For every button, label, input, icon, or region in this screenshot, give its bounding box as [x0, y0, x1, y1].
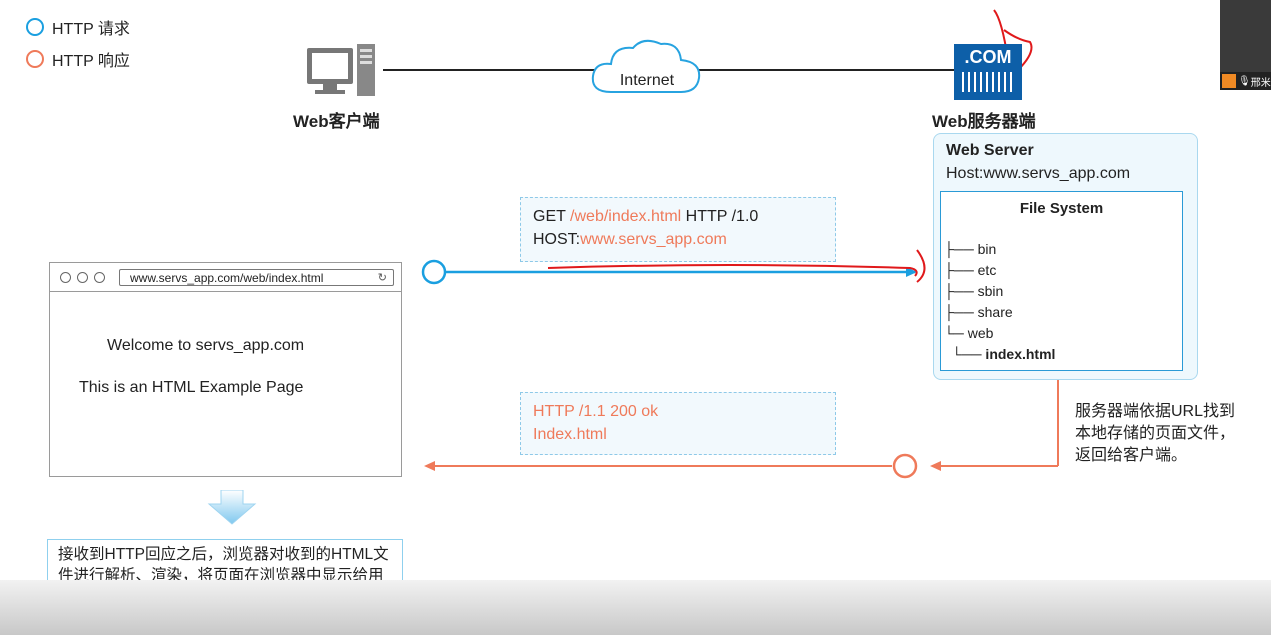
request-host-label: HOST:	[533, 231, 581, 248]
request-arrowhead	[906, 267, 917, 277]
window-control-icon[interactable]	[60, 271, 71, 283]
user-avatar-icon	[1222, 74, 1236, 88]
legend-request: HTTP 请求	[26, 15, 130, 39]
browser-window: www.servs_app.com/web/index.html ↻ Welco…	[49, 262, 402, 477]
video-name-bar: 🎙 邢米	[1220, 72, 1271, 90]
video-thumbnail[interactable]: 🎙 邢米	[1220, 0, 1271, 90]
internet-label: Internet	[619, 72, 675, 89]
server-note: 服务器端依据URL找到本地存储的页面文件，返回给客户端。	[1075, 403, 1236, 464]
page-welcome-text: Welcome to servs_app.com	[107, 337, 305, 354]
request-line-2: HOST:www.servs_app.com	[533, 228, 823, 251]
annotation-arrow-bracket	[916, 249, 926, 283]
server-label: Web服务器端	[932, 112, 1036, 131]
tree-item-web: └─ web	[944, 325, 994, 341]
request-line-1: GET /web/index.html HTTP /1.0	[533, 205, 823, 228]
web-server-host: Host:www.servs_app.com	[946, 165, 1131, 182]
web-server-title: Web Server	[946, 142, 1034, 159]
bottom-bar	[0, 580, 1271, 635]
window-control-icon[interactable]	[94, 271, 105, 283]
cloud-icon	[587, 36, 707, 100]
response-arrowhead-right	[930, 461, 941, 471]
server-grill	[962, 72, 1014, 92]
response-line-1: HTTP /1.1 200 ok	[533, 403, 659, 420]
request-method: GET	[533, 208, 571, 225]
address-bar-url: www.servs_app.com/web/index.html	[130, 270, 324, 285]
server-com-icon: .COM	[954, 44, 1022, 100]
address-bar[interactable]: www.servs_app.com/web/index.html ↻	[119, 268, 394, 286]
response-circle-icon	[26, 50, 44, 68]
down-arrow-icon	[207, 489, 257, 526]
file-tree: ├── bin ├── etc ├── sbin ├── share └─ we…	[944, 239, 1055, 365]
tree-item: ├── sbin	[944, 283, 1004, 299]
legend-request-label: HTTP 请求	[52, 21, 130, 38]
request-message-box: GET /web/index.html HTTP /1.0 HOST:www.s…	[520, 197, 836, 262]
web-server-box: Web Server Host:www.servs_app.com File S…	[933, 133, 1198, 380]
tree-item: ├── etc	[944, 262, 997, 278]
request-circle	[421, 259, 447, 285]
legend-response-label: HTTP 响应	[52, 53, 130, 70]
tree-item: ├── bin	[944, 241, 997, 257]
server-logo-text: .COM	[964, 47, 1012, 67]
response-message-box: HTTP /1.1 200 ok Index.html	[520, 392, 836, 455]
reload-icon[interactable]: ↻	[377, 271, 387, 284]
tree-item: ├── share	[944, 304, 1013, 320]
computer-icon	[305, 44, 377, 96]
request-circle-icon	[26, 18, 44, 36]
request-path: /web/index.html	[570, 208, 682, 225]
video-user-name: 邢米	[1250, 77, 1271, 89]
response-line-2: Index.html	[533, 426, 607, 443]
file-system-title: File System	[1019, 200, 1104, 217]
request-version: HTTP /1.0	[681, 208, 759, 225]
response-arrowhead-left	[424, 461, 435, 471]
file-system-box: File System ├── bin ├── etc ├── sbin ├──…	[940, 191, 1183, 371]
response-circle	[892, 453, 918, 479]
page-body-text: This is an HTML Example Page	[79, 379, 304, 396]
mic-icon: 🎙	[1238, 75, 1251, 87]
annotation-underline-arrow	[547, 264, 918, 277]
browser-toolbar: www.servs_app.com/web/index.html ↻	[50, 263, 401, 292]
client-label: Web客户端	[293, 112, 380, 131]
tree-item-index: └── index.html	[944, 346, 1056, 362]
request-host: www.servs_app.com	[580, 231, 727, 248]
window-control-icon[interactable]	[77, 271, 88, 283]
legend-response: HTTP 响应	[26, 47, 130, 71]
